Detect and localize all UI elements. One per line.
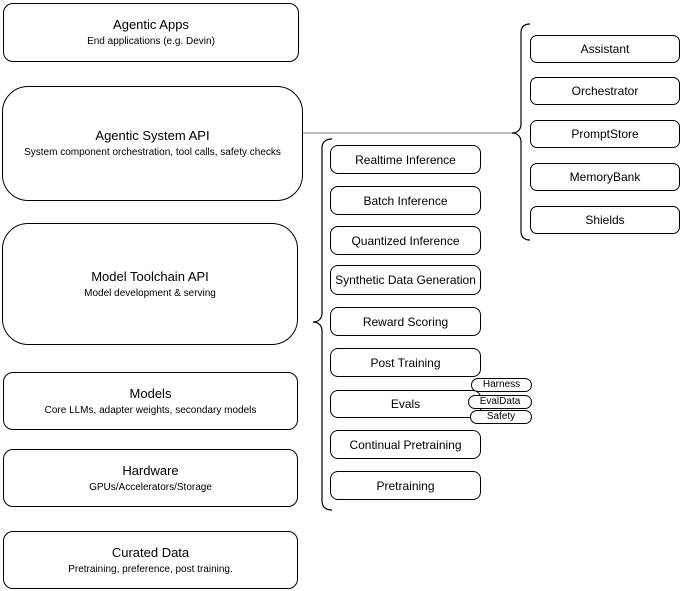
node-memorybank: MemoryBank — [530, 163, 680, 191]
node-quantized-inference: Quantized Inference — [330, 226, 481, 255]
node-promptstore: PromptStore — [530, 120, 680, 148]
node-label: PromptStore — [571, 127, 639, 141]
node-label: MemoryBank — [569, 170, 641, 184]
node-title: Agentic Apps — [113, 17, 189, 32]
node-label: Orchestrator — [571, 84, 639, 98]
node-synthetic-data-generation: Synthetic Data Generation — [330, 265, 481, 295]
tag-label: Harness — [482, 379, 521, 390]
node-label: Batch Inference — [363, 193, 448, 208]
node-post-training: Post Training — [330, 348, 481, 377]
node-pretraining: Pretraining — [330, 471, 481, 500]
node-label: Shields — [585, 213, 625, 227]
node-subtitle: GPUs/Accelerators/Storage — [89, 481, 212, 493]
system-components-brace — [511, 23, 531, 241]
node-subtitle: Pretraining, preference, post training. — [68, 563, 233, 575]
node-label: Synthetic Data Generation — [335, 273, 476, 287]
tag-harness: Harness — [471, 378, 532, 392]
node-curated-data: Curated Data Pretraining, preference, po… — [3, 531, 298, 589]
node-label: Continual Pretraining — [349, 437, 462, 452]
node-subtitle: Model development & serving — [84, 287, 216, 299]
node-agentic-system-api: Agentic System API System component orch… — [2, 86, 303, 201]
node-label: Assistant — [580, 42, 630, 56]
node-title: Model Toolchain API — [91, 268, 209, 284]
node-reward-scoring: Reward Scoring — [330, 307, 481, 336]
node-batch-inference: Batch Inference — [330, 186, 481, 215]
node-assistant: Assistant — [530, 35, 680, 63]
tag-evaldata: EvalData — [468, 395, 532, 409]
node-title: Agentic System API — [95, 128, 210, 143]
node-subtitle: System component orchestration, tool cal… — [24, 147, 281, 158]
node-subtitle: End applications (e.g. Devin) — [87, 36, 215, 47]
node-title: Hardware — [122, 462, 179, 478]
node-label: Pretraining — [376, 478, 435, 493]
node-label: Realtime Inference — [355, 152, 456, 167]
node-realtime-inference: Realtime Inference — [330, 145, 481, 174]
node-title: Curated Data — [111, 544, 190, 560]
node-continual-pretraining: Continual Pretraining — [330, 430, 481, 459]
node-label: Evals — [390, 397, 421, 411]
node-label: Quantized Inference — [351, 233, 460, 248]
node-orchestrator: Orchestrator — [530, 77, 680, 105]
node-subtitle: Core LLMs, adapter weights, secondary mo… — [44, 404, 257, 416]
node-agentic-apps: Agentic Apps End applications (e.g. Devi… — [3, 3, 299, 62]
node-hardware: Hardware GPUs/Accelerators/Storage — [3, 449, 298, 507]
tag-label: Safety — [486, 411, 516, 422]
node-models: Models Core LLMs, adapter weights, secon… — [3, 372, 298, 430]
node-title: Models — [129, 385, 172, 401]
tag-safety: Safety — [470, 410, 532, 424]
node-shields: Shields — [530, 206, 680, 234]
node-model-toolchain-api: Model Toolchain API Model development & … — [2, 223, 298, 345]
node-label: Post Training — [370, 355, 441, 370]
tag-label: EvalData — [479, 396, 521, 407]
node-evals: Evals — [330, 390, 481, 418]
node-label: Reward Scoring — [362, 314, 449, 329]
